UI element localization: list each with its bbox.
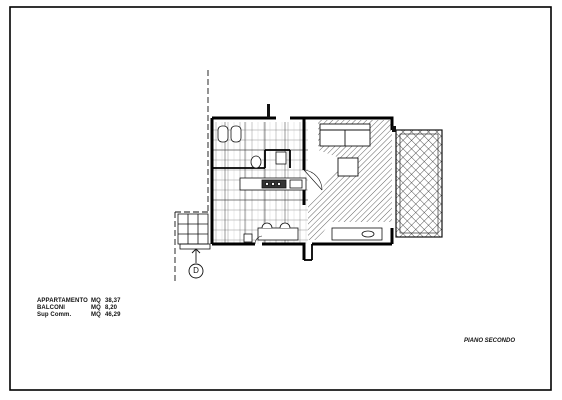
area-value: 38,37: [105, 298, 121, 304]
area-value: 46,29: [105, 312, 121, 318]
area-summary-table: APPARTAMENTO MQ 38,37 BALCONI MQ 8,20 Su…: [37, 298, 135, 319]
entry-marker-circle: [188, 263, 204, 279]
area-name: BALCONI: [37, 305, 66, 311]
entry-marker-label: D: [193, 266, 199, 275]
entry-arrow: [191, 248, 201, 263]
kitchen-counter: [239, 177, 307, 191]
coffee-table: [337, 157, 359, 177]
area-row-apartment: APPARTAMENTO MQ 38,37: [37, 298, 135, 305]
sofa: [319, 123, 371, 147]
area-unit: MQ: [91, 305, 101, 311]
balcony-inner: [399, 133, 439, 234]
living-room-floor: [308, 120, 392, 240]
area-unit: MQ: [91, 312, 101, 318]
door-swings: [254, 169, 323, 245]
property-line: [174, 70, 209, 282]
area-name: APPARTAMENTO: [37, 298, 88, 304]
area-value: 8,20: [105, 305, 118, 311]
area-row-balconies: BALCONI MQ 8,20: [37, 305, 135, 312]
bathroom-fixtures: [217, 125, 287, 169]
area-row-commercial-surface: Sup Comm. MQ 46,29: [37, 312, 135, 319]
sideboard: [331, 227, 383, 241]
area-name: Sup Comm.: [37, 312, 72, 318]
floor-label: PIANO SECONDO: [464, 338, 516, 344]
area-unit: MQ: [91, 298, 101, 304]
columns: [267, 104, 396, 132]
drawing-frame: [9, 6, 552, 391]
entry-landing: [177, 213, 211, 250]
dining-table: [243, 222, 299, 243]
balcony: [395, 129, 443, 238]
